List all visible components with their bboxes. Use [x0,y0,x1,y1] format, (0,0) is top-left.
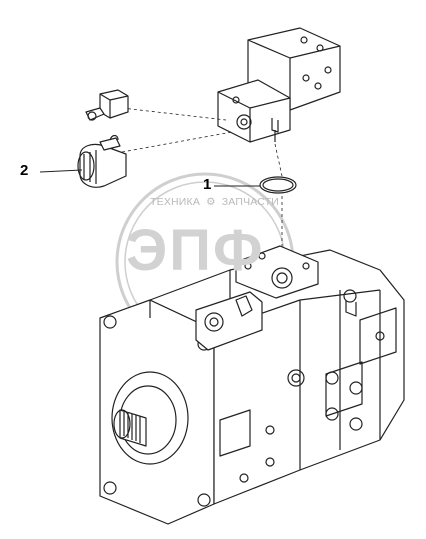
control-valve [217,27,341,143]
gear-icon: ⚙ [206,196,216,208]
pump-body [99,245,405,525]
watermark-right-text: ЗАПЧАСТИ [221,196,280,208]
solenoid-coil [77,134,127,188]
watermark-caption: ТЕХНИКА ⚙ ЗАПЧАСТИ [150,196,300,208]
callout-leaders [39,169,260,187]
o-ring [259,176,297,194]
callout-label-2: 2 [20,162,29,179]
watermark-left-text: ТЕХНИКА [150,196,201,208]
dashed-leaders [121,107,283,248]
connector-plug [85,89,129,121]
callout-label-1: 1 [203,176,212,193]
watermark-logo-letters: ЭПФ [126,218,265,283]
